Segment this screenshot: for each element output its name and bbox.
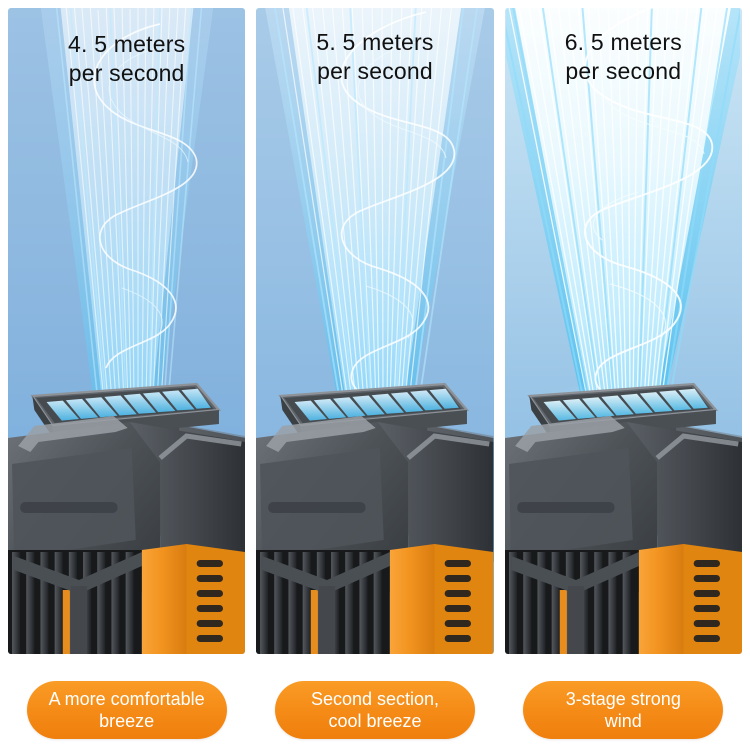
orange-side-panel-1 <box>141 544 246 654</box>
speed-panel-2: 5. 5 meters per second <box>256 8 494 654</box>
cooling-fan-device-3 <box>504 382 742 654</box>
heatsink-fins-3 <box>504 550 639 654</box>
speed-headline-1: 4. 5 meters per second <box>68 31 186 87</box>
orange-side-panel-2 <box>390 544 494 654</box>
handle-rail-3 <box>514 416 625 452</box>
speed-headline-2: 5. 5 meters per second <box>316 29 434 85</box>
speed-panel-1: 4. 5 meters per second <box>8 8 246 654</box>
caption-pill-2: Second section, cool breeze <box>274 680 475 740</box>
caption-pill-3: 3-stage strong wind <box>523 680 724 740</box>
panel-row: 4. 5 meters per second <box>8 8 742 654</box>
caption-row: A more comfortable breeze Second section… <box>8 680 742 740</box>
caption-pill-1: A more comfortable breeze <box>26 680 227 740</box>
handle-rail-2 <box>266 416 377 452</box>
handle-rail-1 <box>18 416 128 452</box>
caption-cell-2: Second section, cool breeze <box>256 680 493 740</box>
heatsink-fins-1 <box>8 550 142 654</box>
heatsink-fins-2 <box>256 550 391 654</box>
caption-cell-1: A more comfortable breeze <box>8 680 245 740</box>
cooling-fan-device-1 <box>8 382 246 654</box>
speed-panel-3: 6. 5 meters per second <box>504 8 742 654</box>
speed-headline-3: 6. 5 meters per second <box>564 29 682 85</box>
cooling-fan-device-2 <box>256 382 494 654</box>
orange-side-panel-3 <box>638 544 742 654</box>
caption-cell-3: 3-stage strong wind <box>505 680 742 740</box>
